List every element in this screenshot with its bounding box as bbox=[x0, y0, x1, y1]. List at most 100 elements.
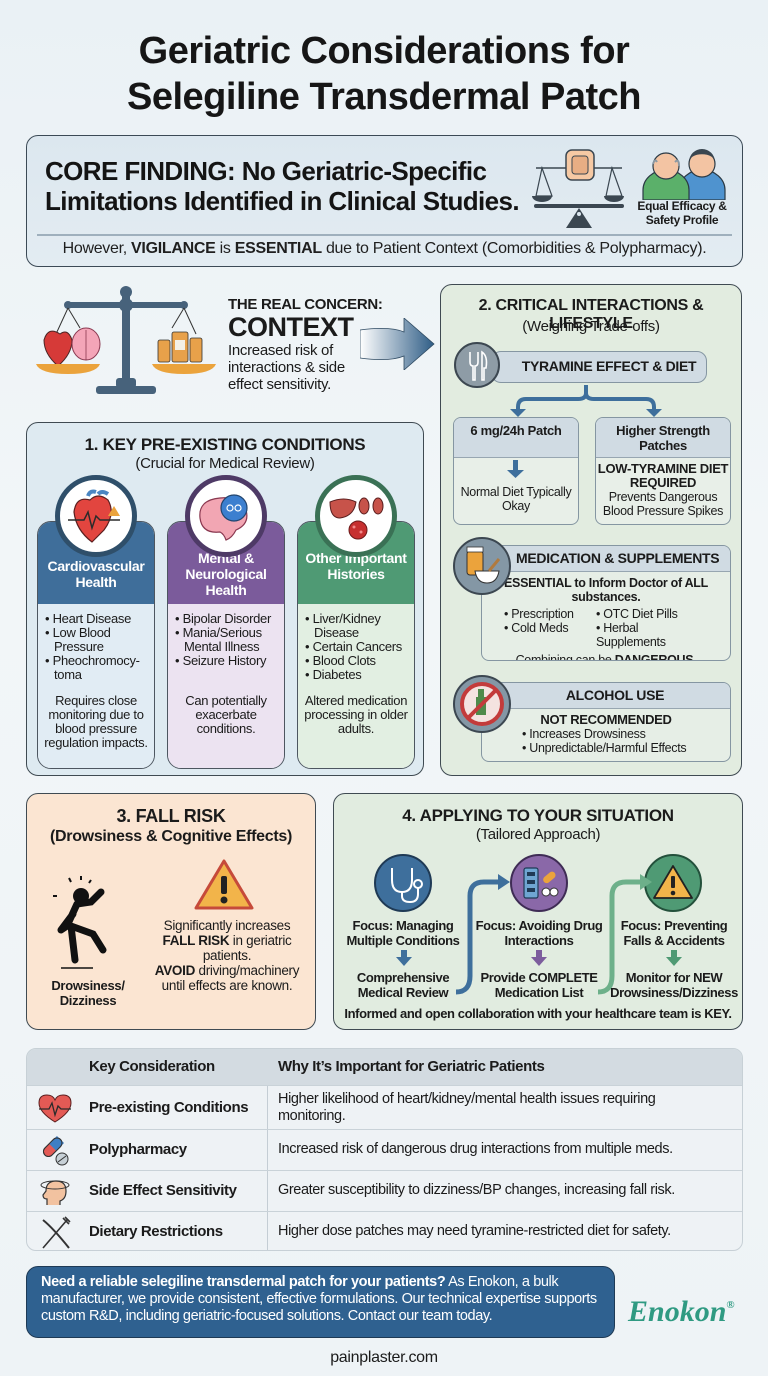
list-item: Low Blood Pressure bbox=[44, 626, 148, 654]
key-conditions-panel: 1. KEY PRE-EXISTING CONDITIONS (Crucial … bbox=[26, 422, 424, 776]
no-alcohol-icon bbox=[453, 675, 511, 733]
condition-note: Can potentially exacerbate conditions. bbox=[185, 693, 267, 736]
brand-logo[interactable]: Enokon® bbox=[628, 1295, 735, 1329]
why-important: Higher likelihood of heart/kidney/mental… bbox=[278, 1091, 656, 1124]
consideration: Side Effect Sensitivity bbox=[89, 1182, 237, 1199]
condition-note: Altered medication processing in older a… bbox=[304, 693, 408, 736]
header-key-consideration: Key Consideration bbox=[89, 1058, 215, 1075]
branch-arrows-icon bbox=[510, 385, 662, 417]
heart-icon bbox=[55, 475, 137, 557]
equal-efficacy-badge: Equal Efficacy & Safety Profile bbox=[627, 199, 737, 227]
section1-title: 1. KEY PRE-EXISTING CONDITIONS bbox=[84, 435, 366, 454]
condition-body: Heart Disease Low Blood Pressure Pheochr… bbox=[38, 604, 154, 768]
section2-subtitle: (Weighing Trade-offs) bbox=[522, 318, 660, 335]
heart-pulse-icon bbox=[38, 1094, 72, 1123]
page-title: Geriatric Considerations for Selegiline … bbox=[0, 28, 768, 120]
core-finding-box: CORE FINDING: No Geriatric-Specific Limi… bbox=[26, 135, 743, 267]
fall-risk-panel: 3. FALL RISK (Drowsiness & Cognitive Eff… bbox=[26, 793, 316, 1030]
fork-knife-icon bbox=[454, 342, 500, 388]
applying-panel: 4. APPLYING TO YOUR SITUATION (Tailored … bbox=[333, 793, 743, 1030]
condition-card-cardiovascular: Cardiovascular Health Heart Disease Low … bbox=[37, 521, 155, 769]
low-dose-box: 6 mg/24h Patch Normal Diet Typically Oka… bbox=[453, 417, 579, 525]
not-recommended: NOT RECOMMENDED bbox=[540, 712, 672, 727]
fall-risk-bold: FALL RISK bbox=[162, 933, 230, 948]
vigilance-bold: VIGILANCE bbox=[131, 240, 216, 257]
step-focus: Focus: Avoiding Drug Interactions bbox=[475, 918, 603, 948]
low-dose-text: Normal Diet Typically Okay bbox=[460, 485, 572, 513]
header-why-important: Why It’s Important for Geriatric Patient… bbox=[278, 1058, 545, 1075]
section4-subtitle: (Tailored Approach) bbox=[475, 826, 601, 843]
high-dose-heading: Higher Strength Patches bbox=[596, 418, 730, 458]
cta-text: As Enokon, a bulk manufacturer, we provi… bbox=[41, 1274, 597, 1324]
section4-title: 4. APPLYING TO YOUR SITUATION bbox=[402, 806, 674, 825]
collaboration-note: Informed and open collaboration with you… bbox=[344, 1006, 732, 1021]
website-link[interactable]: painplaster.com bbox=[330, 1349, 438, 1366]
vigilance-note: However, VIGILANCE is ESSENTIAL due to P… bbox=[27, 240, 742, 258]
falling-person-icon bbox=[53, 876, 107, 969]
text: driving/machinery until effects are know… bbox=[161, 963, 300, 993]
condition-body: Liver/Kidney Disease Certain Cancers Blo… bbox=[298, 604, 414, 768]
text: However, bbox=[62, 240, 132, 257]
column-divider bbox=[267, 1049, 268, 1250]
list-item: Mania/Serious Mental Illness bbox=[174, 626, 278, 654]
pill-icon bbox=[42, 1135, 69, 1166]
arrow-right-icon bbox=[360, 318, 435, 370]
medication-box: MEDICATION & SUPPLEMENTS ESSENTIAL to In… bbox=[481, 545, 731, 661]
scale-patch-icon bbox=[532, 149, 624, 228]
text: due to Patient Context (Comorbidities & … bbox=[321, 240, 707, 257]
step-focus: Focus: Managing Multiple Conditions bbox=[346, 918, 460, 948]
core-heading-line-2: Limitations Identified in Clinical Studi… bbox=[45, 186, 520, 216]
consideration: Dietary Restrictions bbox=[89, 1223, 223, 1240]
text: Unpredictable/Harmful Effects bbox=[529, 741, 687, 755]
arrow-down-icon bbox=[531, 950, 547, 966]
warning-icon bbox=[194, 859, 254, 910]
title-line-2: Selegiline Transdermal Patch bbox=[127, 76, 642, 118]
combining-warning: Combining can be DANGEROUS. bbox=[482, 653, 730, 661]
stethoscope-icon bbox=[374, 854, 432, 912]
list-item: • OTC Diet Pills bbox=[596, 607, 678, 621]
list-item: Heart Disease bbox=[44, 612, 148, 626]
condition-note: Requires close monitoring due to blood p… bbox=[44, 693, 148, 750]
concern-description: Increased risk of interactions & side ef… bbox=[228, 342, 345, 393]
section2-title: 2. CRITICAL INTERACTIONS & LIFESTYLE bbox=[478, 297, 704, 332]
pills-icon bbox=[510, 854, 568, 912]
low-dose-heading: 6 mg/24h Patch bbox=[454, 418, 578, 458]
organs-icon bbox=[315, 475, 397, 557]
drowsiness-caption: Drowsiness/ Dizziness bbox=[51, 978, 125, 1008]
why-important: Greater susceptibility to dizziness/BP c… bbox=[278, 1182, 675, 1198]
text: Significantly increases bbox=[163, 918, 291, 933]
medication-intro: ESSENTIAL to Inform Doctor of ALL substa… bbox=[504, 576, 708, 604]
registered-mark: ® bbox=[726, 1299, 735, 1311]
dangerous-bold: DANGEROUS. bbox=[614, 653, 697, 661]
list-item: • Unpredictable/Harmful Effects bbox=[522, 741, 687, 755]
flow-arrow-1 bbox=[455, 874, 510, 995]
list-item: Diabetes bbox=[304, 668, 408, 682]
brain-icon bbox=[185, 475, 267, 557]
table-row: Side Effect Sensitivity Greater suscepti… bbox=[27, 1170, 742, 1211]
low-tyramine-required: LOW-TYRAMINE DIET REQUIRED bbox=[597, 461, 729, 490]
arrow-down-icon bbox=[666, 950, 682, 966]
core-finding-heading: CORE FINDING: No Geriatric-Specific Limi… bbox=[45, 156, 545, 216]
interactions-panel: 2. CRITICAL INTERACTIONS & LIFESTYLE (We… bbox=[440, 284, 742, 776]
section1-subtitle: (Crucial for Medical Review) bbox=[135, 455, 315, 472]
arrow-down-icon bbox=[396, 950, 412, 966]
step-action: Monitor for NEW Drowsiness/Dizziness bbox=[610, 970, 738, 1000]
condition-list: Bipolar Disorder Mania/Serious Mental Il… bbox=[174, 612, 278, 668]
section3-title: 3. FALL RISK bbox=[116, 806, 226, 826]
consideration: Polypharmacy bbox=[89, 1141, 187, 1158]
text: Combining can be bbox=[515, 653, 615, 661]
list-item: Seizure History bbox=[174, 654, 278, 668]
medication-heading: MEDICATION & SUPPLEMENTS bbox=[482, 546, 730, 572]
text: Herbal Supplements bbox=[596, 621, 666, 649]
condition-card-mental: Mental & Neurological Health Bipolar Dis… bbox=[167, 521, 285, 769]
divider bbox=[37, 234, 732, 236]
concern-label: THE REAL CONCERN: bbox=[228, 296, 383, 313]
list-item: • Prescription bbox=[504, 607, 574, 621]
substance-list: • Prescription • OTC Diet Pills • Cold M… bbox=[482, 607, 730, 649]
list-item: • Herbal Supplements bbox=[596, 621, 666, 649]
step-action: Provide COMPLETE Medication List bbox=[480, 970, 598, 1000]
section3-subtitle: (Drowsiness & Cognitive Effects) bbox=[49, 828, 292, 845]
avoid-bold: AVOID bbox=[154, 963, 196, 978]
patients-icon bbox=[642, 149, 726, 200]
condition-heading: Other Important Histories bbox=[298, 522, 414, 604]
